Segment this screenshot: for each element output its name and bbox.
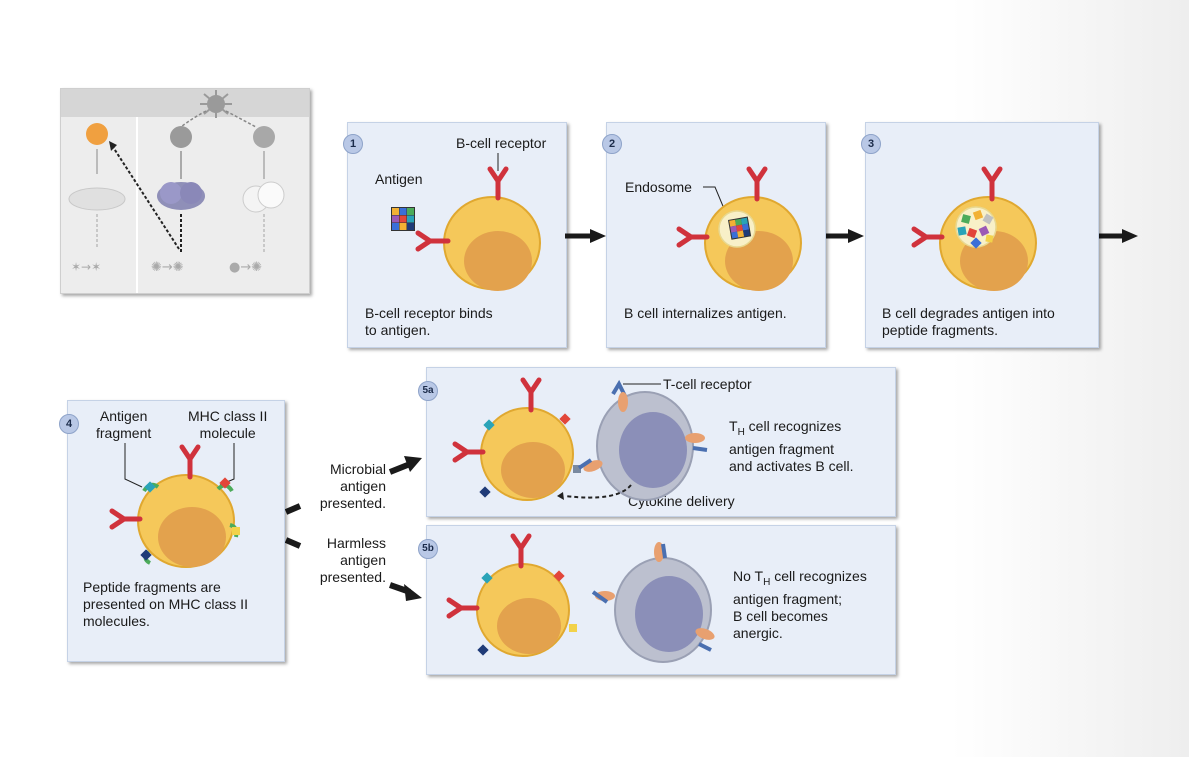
svg-text:●→✺: ●→✺ — [229, 260, 262, 275]
microbial-line1: Microbial — [329, 461, 386, 477]
step-5b-text-line3: B cell becomes — [733, 607, 828, 624]
antigen-icon — [391, 207, 415, 231]
step-5b-panel: 5b No TH cell recognizes antigen fragmen… — [418, 525, 896, 675]
step-5a-panel: 5a T-cell receptor TH cell recognizes an… — [418, 367, 896, 517]
antigen-label: Antigen — [375, 171, 423, 187]
harmless-line2: antigen — [340, 552, 386, 568]
arrow-1-to-2 — [565, 229, 606, 243]
step-5a-text-line1: TH cell recognizes — [729, 418, 842, 438]
step-4-caption-line1: Peptide fragments are — [83, 579, 221, 595]
step-1-caption: B-cell receptor binds to antigen. — [365, 305, 493, 339]
step-5b-badge: 5b — [418, 539, 438, 559]
step-5a-illustration — [452, 377, 708, 501]
step-4-illustration — [109, 443, 240, 568]
harmless-line3: presented. — [319, 569, 386, 585]
mhc-class-ii-label-line2: molecule — [199, 425, 256, 441]
step-5a-text-line2: antigen fragment — [729, 440, 835, 457]
microbial-line2: antigen — [340, 478, 386, 494]
step-1-panel: 1 B-cell receptor Antigen B-cell recepto… — [343, 122, 567, 348]
overview-diagram: ✶→✶ ✺→✺ ●→✺ — [61, 89, 309, 293]
b-cell-receptor-label: B-cell receptor — [456, 135, 547, 151]
step-4-caption-line2: presented on MHC class II — [83, 596, 248, 612]
step-4-badge: 4 — [59, 414, 79, 434]
step-1-caption-line2: to antigen. — [365, 322, 431, 338]
antigen-fragment-label-line2: fragment — [96, 425, 152, 441]
dendritic-cell-icon — [200, 90, 232, 118]
t-cell-receptor-label: T-cell receptor — [663, 376, 752, 392]
step-2-badge: 2 — [602, 134, 622, 154]
step-1-illustration — [391, 153, 541, 291]
arrow-2-to-3 — [823, 229, 864, 243]
step-5a-badge: 5a — [418, 381, 438, 401]
svg-text:✶→✶: ✶→✶ — [71, 260, 101, 274]
step-5b-text-line2: antigen fragment; — [733, 590, 842, 607]
step-3-caption: B cell degrades antigen into peptide fra… — [882, 305, 1055, 339]
step-5b-text-line1: No TH cell recognizes — [733, 568, 867, 588]
step-4-caption: Peptide fragments are presented on MHC c… — [83, 579, 248, 630]
antigen-fragment-label: Antigen fragment — [96, 408, 151, 442]
step-3-badge: 3 — [861, 134, 881, 154]
step-5b-illustration — [446, 533, 715, 663]
svg-text:✺→✺: ✺→✺ — [151, 260, 184, 275]
step-3-caption-line1: B cell degrades antigen into — [882, 305, 1055, 321]
step-5a-text: TH cell recognizes antigen fragment and … — [729, 418, 854, 475]
step-2-caption: B cell internalizes antigen. — [624, 305, 787, 322]
endosome-label: Endosome — [625, 179, 692, 195]
step-2-illustration — [676, 166, 802, 291]
harmless-line1: Harmless — [326, 535, 386, 551]
antigen-fragment-label-line1: Antigen — [99, 408, 148, 424]
step-1-badge: 1 — [343, 134, 363, 154]
step-2-caption-line1: B cell internalizes antigen. — [624, 305, 787, 321]
step-3-illustration — [911, 166, 1037, 291]
step-5b-text-line4: anergic. — [733, 624, 783, 641]
arrow-3-out — [1098, 229, 1138, 243]
microbial-line3: presented. — [319, 495, 386, 511]
step-2-panel: 2 Endosome B cell internalizes antigen. — [602, 122, 826, 348]
microbial-branch-label: Microbial antigen presented. — [314, 461, 386, 512]
step-1-caption-line1: B-cell receptor binds — [365, 305, 493, 321]
internalized-antigen-icon — [728, 216, 752, 240]
mhc-class-ii-label-line1: MHC class II — [188, 408, 268, 424]
step-3-caption-line2: peptide fragments. — [882, 322, 998, 338]
step-5b-text: No TH cell recognizes antigen fragment; … — [733, 568, 867, 642]
step-5a-text-line3: and activates B cell. — [729, 457, 854, 474]
harmless-branch-label: Harmless antigen presented. — [310, 535, 386, 586]
step-4-panel: 4 Antigen fragment MHC class II molecule… — [59, 400, 285, 662]
mhc-class-ii-label: MHC class II molecule — [188, 408, 267, 442]
step-4-caption-line3: molecules. — [83, 613, 150, 629]
step-3-panel: 3 B cell degrades antigen into peptide f… — [861, 122, 1099, 348]
overview-thumbnail: ✶→✶ ✺→✺ ●→✺ — [60, 88, 310, 294]
